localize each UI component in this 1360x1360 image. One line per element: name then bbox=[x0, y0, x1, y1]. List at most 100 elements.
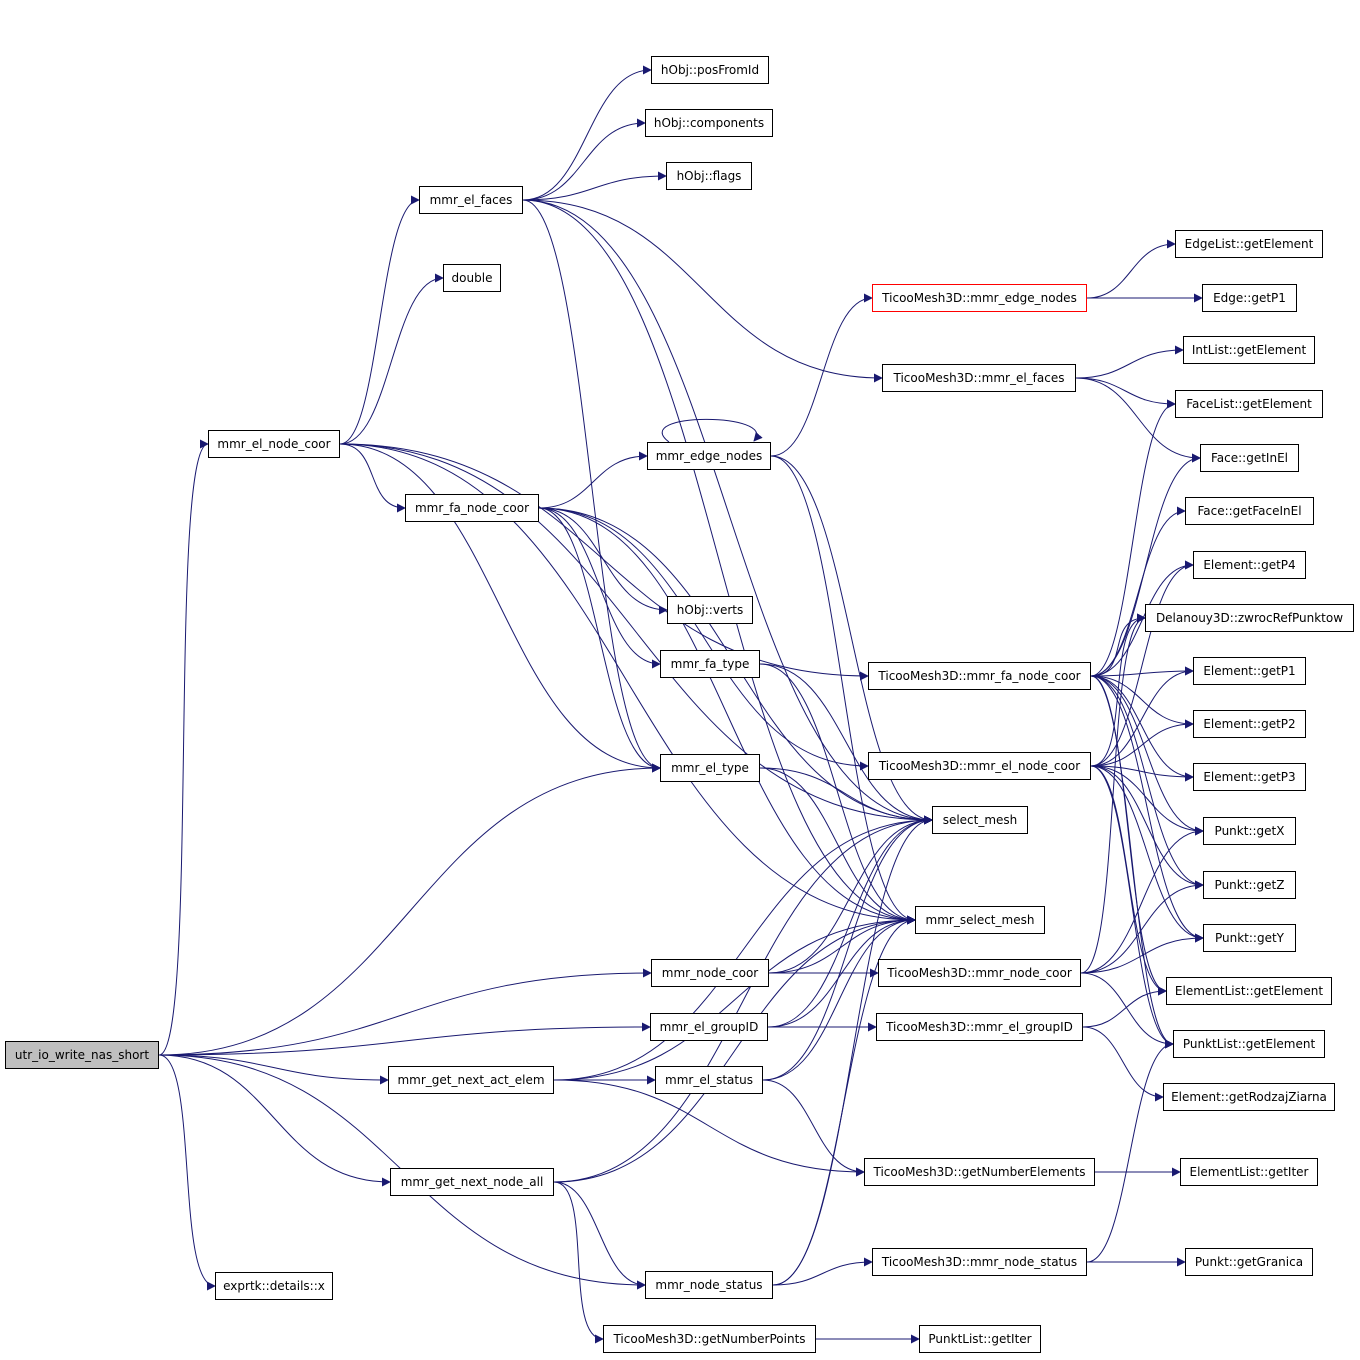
edge-mmr-get-next-node-all-to-select-mesh bbox=[553, 815, 933, 1183]
edge-mmr-fa-node-coor-to-t-mmr-el-node-coor bbox=[538, 507, 869, 771]
node-mmr-edge-nodes[interactable]: mmr_edge_nodes bbox=[647, 442, 771, 470]
node-mmr-get-next-act-elem[interactable]: mmr_get_next_act_elem bbox=[388, 1066, 554, 1094]
edge-mmr-get-next-act-elem-to-t-getnumberelements bbox=[553, 1079, 865, 1177]
edge-mmr-edge-nodes-to-t-mmr-edge-nodes bbox=[770, 293, 873, 457]
edge-mmr-node-status-to-t-mmr-node-status bbox=[772, 1257, 873, 1286]
edge-t-mmr-el-node-coor-to-punkt-getx bbox=[1090, 765, 1204, 836]
edge-utr-io-write-nas-short-to-mmr-el-type bbox=[158, 763, 661, 1056]
node-face-getfaceinel[interactable]: Face::getFaceInEl bbox=[1185, 497, 1314, 525]
node-ticoomesh3d-mmr-edge-nodes[interactable]: TicooMesh3D::mmr_edge_nodes bbox=[872, 284, 1087, 312]
edge-t-mmr-edge-nodes-to-edgelist-getelement bbox=[1086, 239, 1176, 299]
edge-mmr-el-faces-to-hobj-flags bbox=[522, 171, 667, 201]
edge-mmr-node-coor-to-mmr-select-mesh bbox=[768, 915, 916, 974]
node-mmr-fa-node-coor[interactable]: mmr_fa_node_coor bbox=[405, 494, 539, 522]
node-element-getp3[interactable]: Element::getP3 bbox=[1193, 763, 1306, 791]
node-mmr-get-next-node-all[interactable]: mmr_get_next_node_all bbox=[390, 1168, 554, 1196]
edge-utr-io-write-nas-short-to-mmr-el-groupid bbox=[158, 1022, 651, 1056]
edge-mmr-fa-node-coor-to-mmr-select-mesh bbox=[538, 507, 916, 925]
node-hobj-flags[interactable]: hObj::flags bbox=[666, 162, 752, 190]
node-ticoomesh3d-mmr-el-node-coor[interactable]: TicooMesh3D::mmr_el_node_coor bbox=[868, 752, 1091, 780]
edge-mmr-el-faces-to-select-mesh bbox=[522, 199, 933, 825]
node-exprtk-details-x[interactable]: exprtk::details::x bbox=[215, 1272, 333, 1300]
node-mmr-node-coor[interactable]: mmr_node_coor bbox=[651, 959, 769, 987]
edge-mmr-el-node-coor-to-mmr-select-mesh bbox=[339, 443, 916, 925]
edge-mmr-el-groupid-to-mmr-select-mesh bbox=[767, 915, 916, 1028]
node-mmr-select-mesh[interactable]: mmr_select_mesh bbox=[915, 906, 1045, 934]
node-mmr-fa-type[interactable]: mmr_fa_type bbox=[660, 650, 760, 678]
node-punkt-gety[interactable]: Punkt::getY bbox=[1203, 924, 1296, 952]
edge-mmr-el-type-to-select-mesh bbox=[759, 767, 933, 825]
node-punktlist-getelement[interactable]: PunktList::getElement bbox=[1173, 1030, 1325, 1058]
edge-t-mmr-el-node-coor-to-element-getp2 bbox=[1090, 719, 1194, 767]
node-element-getp1[interactable]: Element::getP1 bbox=[1193, 657, 1306, 685]
edge-mmr-node-status-to-select-mesh bbox=[772, 815, 933, 1286]
node-punkt-getgranica[interactable]: Punkt::getGranica bbox=[1185, 1248, 1313, 1276]
node-mmr-node-status[interactable]: mmr_node_status bbox=[645, 1271, 773, 1299]
edge-mmr-node-coor-to-select-mesh bbox=[768, 815, 933, 974]
edge-mmr-el-node-coor-to-select-mesh bbox=[339, 443, 933, 825]
edge-mmr-el-node-coor-to-mmr-el-type bbox=[339, 443, 661, 773]
node-punkt-getz[interactable]: Punkt::getZ bbox=[1203, 871, 1296, 899]
node-punkt-getx[interactable]: Punkt::getX bbox=[1203, 817, 1296, 845]
node-element-getp2[interactable]: Element::getP2 bbox=[1193, 710, 1306, 738]
edge-t-mmr-node-coor-to-punkt-getz bbox=[1080, 880, 1204, 974]
node-elementlist-getiter[interactable]: ElementList::getIter bbox=[1180, 1158, 1318, 1186]
node-mmr-el-status[interactable]: mmr_el_status bbox=[655, 1066, 763, 1094]
edge-mmr-el-faces-to-mmr-select-mesh bbox=[522, 199, 916, 925]
node-hobj-posfromid[interactable]: hObj::posFromId bbox=[651, 56, 769, 84]
node-face-getinel[interactable]: Face::getInEl bbox=[1200, 444, 1299, 472]
node-double[interactable]: double bbox=[443, 264, 501, 292]
node-punktlist-getiter[interactable]: PunktList::getIter bbox=[919, 1325, 1041, 1353]
edge-t-mmr-fa-node-coor-to-element-getp3 bbox=[1090, 675, 1194, 782]
edge-t-mmr-el-node-coor-to-element-getp4 bbox=[1090, 560, 1194, 767]
edge-mmr-el-faces-to-t-mmr-el-faces bbox=[522, 199, 883, 383]
edge-t-mmr-fa-node-coor-to-element-getp1 bbox=[1090, 666, 1194, 677]
edge-mmr-fa-node-coor-to-mmr-edge-nodes bbox=[538, 451, 648, 509]
node-mmr-el-node-coor[interactable]: mmr_el_node_coor bbox=[208, 430, 340, 458]
node-select-mesh[interactable]: select_mesh bbox=[932, 806, 1028, 834]
edge-t-mmr-node-coor-to-punkt-gety bbox=[1080, 933, 1204, 974]
node-elementlist-getelement[interactable]: ElementList::getElement bbox=[1166, 977, 1332, 1005]
node-ticoomesh3d-mmr-node-coor[interactable]: TicooMesh3D::mmr_node_coor bbox=[878, 959, 1081, 987]
edge-mmr-fa-type-to-select-mesh bbox=[759, 663, 933, 825]
node-ticoomesh3d-mmr-fa-node-coor[interactable]: TicooMesh3D::mmr_fa_node_coor bbox=[868, 662, 1091, 690]
edge-t-mmr-node-coor-to-delanouy3d-zwrocrefpunktow bbox=[1080, 613, 1146, 974]
node-edgelist-getelement[interactable]: EdgeList::getElement bbox=[1175, 230, 1323, 258]
node-edge-getp1[interactable]: Edge::getP1 bbox=[1202, 284, 1297, 312]
node-intlist-getelement[interactable]: IntList::getElement bbox=[1183, 336, 1315, 364]
edge-t-mmr-el-node-coor-to-punkt-gety bbox=[1090, 765, 1204, 943]
edge-t-mmr-el-node-coor-to-elementlist-getelement bbox=[1090, 765, 1167, 996]
edge-mmr-el-faces-to-hobj-components bbox=[522, 118, 646, 201]
edge-t-mmr-el-groupid-to-elementlist-getelement bbox=[1082, 986, 1167, 1028]
node-element-getrodzajziarna[interactable]: Element::getRodzajZiarna bbox=[1163, 1083, 1335, 1111]
edge-t-mmr-fa-node-coor-to-facelist-getelement bbox=[1090, 399, 1176, 677]
edge-t-mmr-node-status-to-punktlist-getelement bbox=[1086, 1039, 1174, 1263]
edge-mmr-get-next-node-all-to-mmr-node-status bbox=[553, 1181, 646, 1290]
node-hobj-verts[interactable]: hObj::verts bbox=[667, 596, 753, 624]
edge-mmr-el-node-coor-to-mmr-fa-node-coor bbox=[339, 443, 406, 513]
node-mmr-el-groupid[interactable]: mmr_el_groupID bbox=[650, 1013, 768, 1041]
edge-mmr-edge-nodes-to-mmr-edge-nodes bbox=[661, 418, 763, 443]
edge-t-mmr-el-groupid-to-element-getrodzajziarna bbox=[1082, 1026, 1164, 1102]
node-ticoomesh3d-getnumberpoints[interactable]: TicooMesh3D::getNumberPoints bbox=[603, 1325, 816, 1353]
edge-mmr-el-status-to-select-mesh bbox=[762, 815, 933, 1081]
edge-mmr-get-next-act-elem-to-select-mesh bbox=[553, 815, 933, 1081]
node-utr-io-write-nas-short[interactable]: utr_io_write_nas_short bbox=[5, 1041, 159, 1069]
node-delanouy3d-zwrocrefpunktow[interactable]: Delanouy3D::zwrocRefPunktow bbox=[1145, 604, 1354, 632]
edge-t-mmr-fa-node-coor-to-face-getfaceinel bbox=[1090, 506, 1186, 677]
edge-mmr-el-node-coor-to-double bbox=[339, 273, 444, 445]
node-ticoomesh3d-getnumberelements[interactable]: TicooMesh3D::getNumberElements bbox=[864, 1158, 1095, 1186]
edge-mmr-fa-node-coor-to-mmr-fa-type bbox=[538, 507, 661, 669]
node-ticoomesh3d-mmr-el-faces[interactable]: TicooMesh3D::mmr_el_faces bbox=[882, 364, 1076, 392]
node-hobj-components[interactable]: hObj::components bbox=[645, 109, 773, 137]
edge-mmr-el-status-to-mmr-select-mesh bbox=[762, 915, 916, 1081]
edge-t-mmr-fa-node-coor-to-punkt-getz bbox=[1090, 675, 1204, 890]
node-mmr-el-type[interactable]: mmr_el_type bbox=[660, 754, 760, 782]
node-mmr-el-faces[interactable]: mmr_el_faces bbox=[419, 186, 523, 214]
node-facelist-getelement[interactable]: FaceList::getElement bbox=[1175, 390, 1323, 418]
edge-t-mmr-fa-node-coor-to-punktlist-getelement bbox=[1090, 675, 1174, 1049]
node-ticoomesh3d-mmr-el-groupid[interactable]: TicooMesh3D::mmr_el_groupID bbox=[876, 1013, 1083, 1041]
node-ticoomesh3d-mmr-node-status[interactable]: TicooMesh3D::mmr_node_status bbox=[872, 1248, 1087, 1276]
node-element-getp4[interactable]: Element::getP4 bbox=[1193, 551, 1306, 579]
